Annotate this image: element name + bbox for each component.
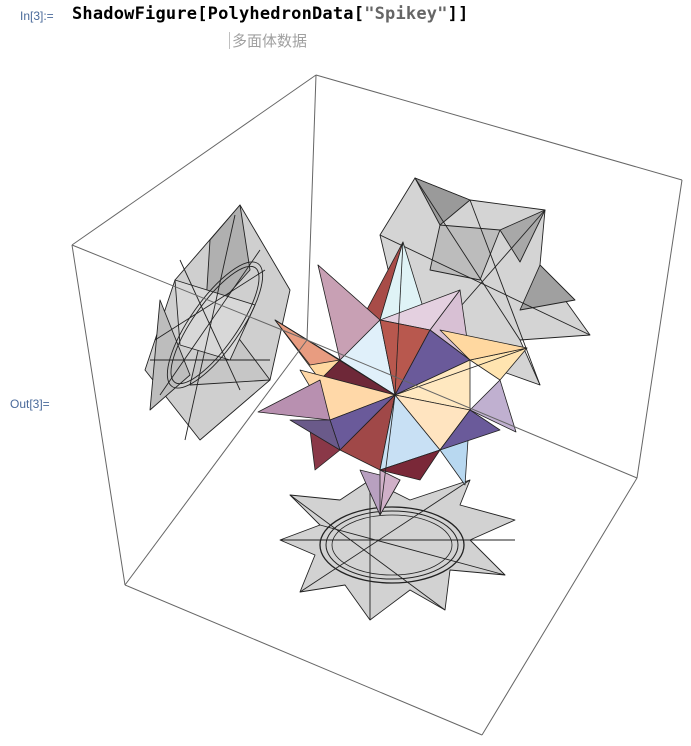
- bounding-box-back: [71, 74, 683, 341]
- bottom-shadow: [279, 479, 516, 621]
- hint-bar: [229, 32, 230, 49]
- spikey-polyhedron: [257, 241, 528, 516]
- output-cell-label: Out[3]=: [10, 397, 50, 411]
- autocomplete-hint-text: 多面体数据: [232, 32, 308, 50]
- code-prefix: ShadowFigure[PolyhedronData[: [72, 4, 365, 24]
- left-side-shadow: [144, 204, 291, 441]
- input-code[interactable]: ShadowFigure[PolyhedronData["Spikey"]]: [72, 4, 469, 24]
- back-shadow: [379, 177, 591, 386]
- input-cell-label: In[3]:=: [20, 9, 54, 23]
- bounding-box-front: [71, 179, 683, 736]
- code-string-literal: "Spikey": [364, 4, 448, 24]
- autocomplete-hint[interactable]: 多面体数据: [229, 30, 307, 51]
- code-suffix: ]]: [447, 4, 469, 24]
